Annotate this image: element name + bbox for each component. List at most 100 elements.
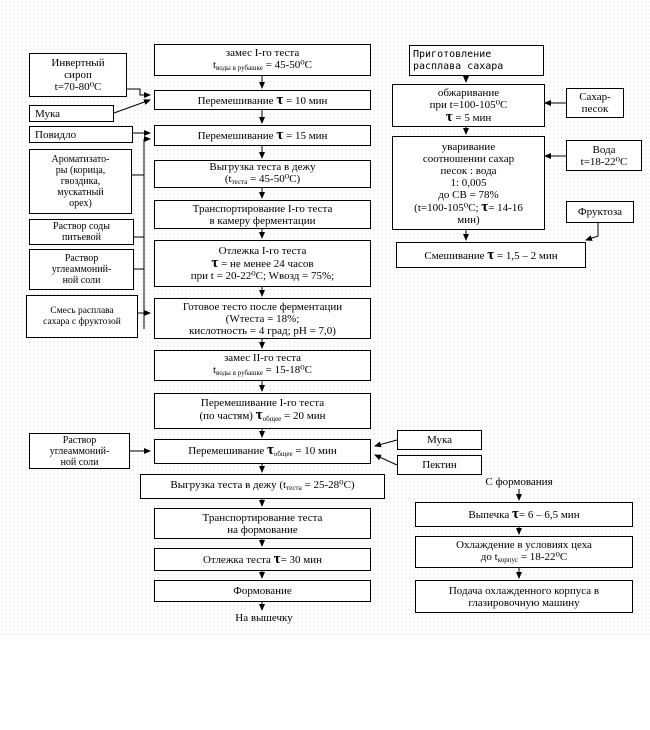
step-rest-2: Отлежка теста τ= 30 мин [154, 548, 371, 571]
mix3-tau: τ [255, 407, 263, 423]
unload2-line: Выгрузка теста в дежу (tтеста = 25-28⁰C) [170, 479, 354, 494]
delivery-line1: Подача охлажденного корпуса в [448, 584, 600, 597]
flavor-line1: Ароматизато- [51, 154, 110, 165]
amm1-line1: Раствор [64, 253, 99, 264]
boil-line6-post: = 14-16 [488, 201, 523, 214]
input-fructose: Фруктоза [566, 201, 634, 223]
mix2-value: = 15 мин [283, 130, 328, 142]
step-boiling: уваривание соотношении сахар песок : вод… [392, 136, 545, 230]
rest2-text: Отлежка теста [202, 554, 274, 566]
mix1-value: = 10 мин [283, 94, 328, 107]
input-jam: Повидло [29, 126, 133, 143]
flavor-line4: мускатный [57, 187, 104, 198]
fructose-arrow [585, 223, 599, 241]
jam-text: Повидло [35, 128, 77, 141]
to-cutting-label: На вышечку [235, 612, 293, 624]
knead2-title: замес II-го теста [223, 352, 302, 364]
mixing-text: Смешивание [424, 249, 488, 262]
mix1-text: Перемешивание [197, 94, 277, 107]
rest2-line: Отлежка теста τ= 30 мин [202, 551, 323, 567]
mix2-line: Перемешивание τ = 15 мин [198, 128, 328, 143]
pectin-arrow [374, 454, 398, 466]
rest2-tau: τ [273, 551, 281, 567]
blank-area [0, 636, 650, 730]
step-wetting: обжаривание при t=100-105⁰C τ = 5 мин [392, 84, 545, 127]
boil-line2: соотношении сахар [422, 152, 515, 165]
sugar-line2: песок [581, 103, 609, 115]
flour2-arrow [374, 439, 398, 448]
flour1-text: Мука [35, 107, 61, 120]
rest1-line3: при t = 20-22⁰C; Wвозд = 75%; [190, 270, 335, 282]
input-flavorings: Ароматизато- ры (корица, гвоздика, муска… [29, 149, 132, 214]
knead1-param: t [212, 58, 217, 71]
mixinput-line1: Смесь расплава [50, 305, 114, 316]
knead2-param-sub: воды в рубашке [216, 369, 263, 377]
input-ammonium-solution-2: Раствор углеаммоний- ной соли [29, 433, 130, 469]
step-knead-2: замес II-го теста tводы в рубашке = 15-1… [154, 350, 371, 381]
cooling-pre: до t [480, 550, 498, 563]
step-unload-1: Выгрузка теста в дежу (tтеста = 45-50⁰C) [154, 160, 371, 188]
step-knead-1: замес I-го теста tводы в рубашке = 45-50… [154, 44, 371, 76]
transport1-line2: в камеру ферментации [209, 214, 316, 227]
rest1-tau-text: = не менее 24 часов [218, 258, 314, 270]
wetting-tau: τ [445, 109, 453, 125]
unload2-post: = 25-28⁰C) [301, 479, 355, 491]
step-delivery: Подача охлажденного корпуса в глазировоч… [415, 580, 633, 613]
baking-text: Выпечка [468, 509, 512, 521]
boil-tau: τ [481, 198, 489, 215]
ready-line2: (Wтеста = 18%; [225, 312, 300, 325]
boil-line6-pre: (t=100-105⁰C; [414, 201, 482, 214]
input-flour-2: Мука [397, 430, 482, 450]
mix3-line2: (по частям) τобщее = 20 мин [199, 407, 326, 425]
amm2-line1: Раствор [62, 434, 97, 446]
ready-line3: кислотность = 4 град; pH = 7,0) [189, 324, 336, 337]
unload1-line2: (tтеста = 45-50⁰C) [225, 173, 300, 188]
rest2-value: = 30 мин [280, 554, 323, 566]
mix3-pre: (по частям) [199, 410, 256, 422]
knead1-value: = 45-50⁰C [262, 58, 313, 71]
step-unload-2: Выгрузка теста в дежу (tтеста = 25-28⁰C) [140, 474, 385, 499]
boil-line1: уваривание [441, 140, 496, 153]
amm2-line2: углеаммоний- [49, 445, 110, 457]
ready-line1: Готовое тесто после ферментации [182, 300, 343, 313]
forming-text: Формование [233, 585, 292, 597]
step-forming: Формование [154, 580, 371, 602]
input-water: Вода t=18-22⁰C [566, 140, 642, 171]
rest1-title: Отлежка I-го теста [218, 245, 307, 257]
knead1-param-line: tводы в рубашке = 45-50⁰C [213, 59, 312, 74]
mix4-value: = 10 мин [292, 444, 337, 457]
syrup-line2: сироп [64, 69, 92, 81]
mix4-line: Перемешивание τобщее = 10 мин [188, 441, 337, 460]
step-ready-dough: Готовое тесто после ферментации (Wтеста … [154, 298, 371, 339]
step-cooling: Охлаждение в условиях цеха до tкорпус = … [415, 536, 633, 568]
transport2-line1: Транспортирование теста [202, 511, 323, 524]
step-rest-1: Отлежка I-го теста τ = не менее 24 часов… [154, 240, 371, 287]
step-transport-1: Транспортирование I-го теста в камеру фе… [154, 200, 371, 229]
amm2-line3: ной соли [60, 456, 99, 468]
input-invert-syrup: Инвертный сироп t=70-80⁰C [29, 53, 127, 97]
delivery-line2: глазировочную машину [468, 596, 580, 609]
mix1-line: Перемешивание τ = 10 мин [197, 92, 328, 107]
boil-line6: (t=100-105⁰C; τ= 14-16 [414, 198, 523, 215]
baking-line: Выпечка τ= 6 – 6,5 мин [468, 507, 579, 522]
mix3-tau-sub: общее [262, 415, 282, 423]
mixing-value: = 1,5 – 2 мин [494, 249, 558, 262]
unload2-pre: Выгрузка теста в дежу (t [170, 479, 287, 491]
mixing-line: Смешивание τ = 1,5 – 2 мин [424, 246, 558, 263]
sugar-melt-header: Приготовление расплава сахара [409, 45, 544, 76]
input-pectin: Пектин [397, 455, 482, 475]
transport2-line2: на формование [227, 523, 298, 536]
amm1-line2: углеаммоний- [51, 264, 112, 275]
input-sugar-sand: Сахар- песок [566, 88, 624, 118]
syrup-line3: t=70-80⁰C [54, 81, 102, 93]
wetting-line2: при t=100-105⁰C [429, 99, 508, 111]
mixing-tau: τ [487, 246, 495, 263]
mix4-tau: τ [266, 441, 274, 458]
soda-line2: питьевой [61, 232, 102, 243]
soda-line1: Раствор соды [53, 221, 110, 232]
input-sugar-fructose-mix: Смесь расплава сахара с фруктозой [26, 295, 138, 338]
knead2-param-line: tводы в рубашке = 15-18⁰C [213, 364, 312, 379]
step-mix-4: Перемешивание τобщее = 10 мин [154, 439, 371, 464]
